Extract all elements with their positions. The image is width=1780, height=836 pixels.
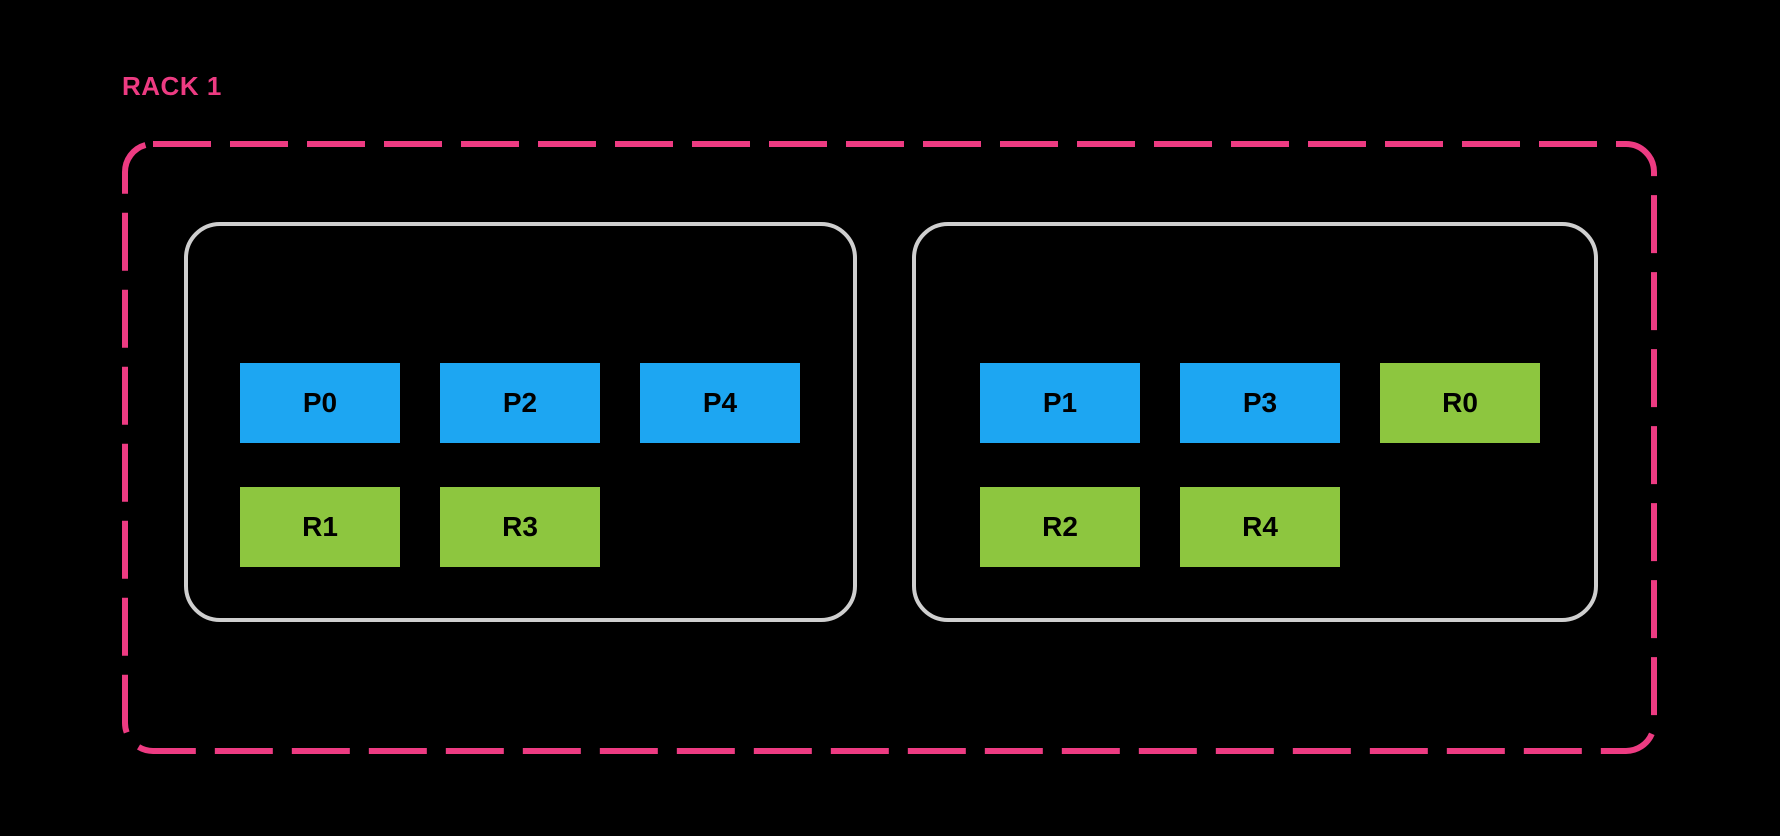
replica-chip-r3[interactable]: R3 [440, 487, 600, 567]
partition-chip-p3[interactable]: P3 [1180, 363, 1340, 443]
replica-chip-r2[interactable]: R2 [980, 487, 1140, 567]
rack-label: RACK 1 [122, 71, 222, 101]
broker-box-2 [912, 222, 1598, 622]
partition-chip-p4[interactable]: P4 [640, 363, 800, 443]
partition-chip-p1[interactable]: P1 [980, 363, 1140, 443]
replica-chip-r0[interactable]: R0 [1380, 363, 1540, 443]
replica-chip-r4[interactable]: R4 [1180, 487, 1340, 567]
partition-chip-p0[interactable]: P0 [240, 363, 400, 443]
replica-chip-r1[interactable]: R1 [240, 487, 400, 567]
broker-box-1 [184, 222, 857, 622]
rack-boundary [122, 141, 1657, 754]
partition-chip-p2[interactable]: P2 [440, 363, 600, 443]
rack-dashed-rect [122, 141, 1657, 754]
rack-dashed-border-svg [122, 141, 1657, 754]
